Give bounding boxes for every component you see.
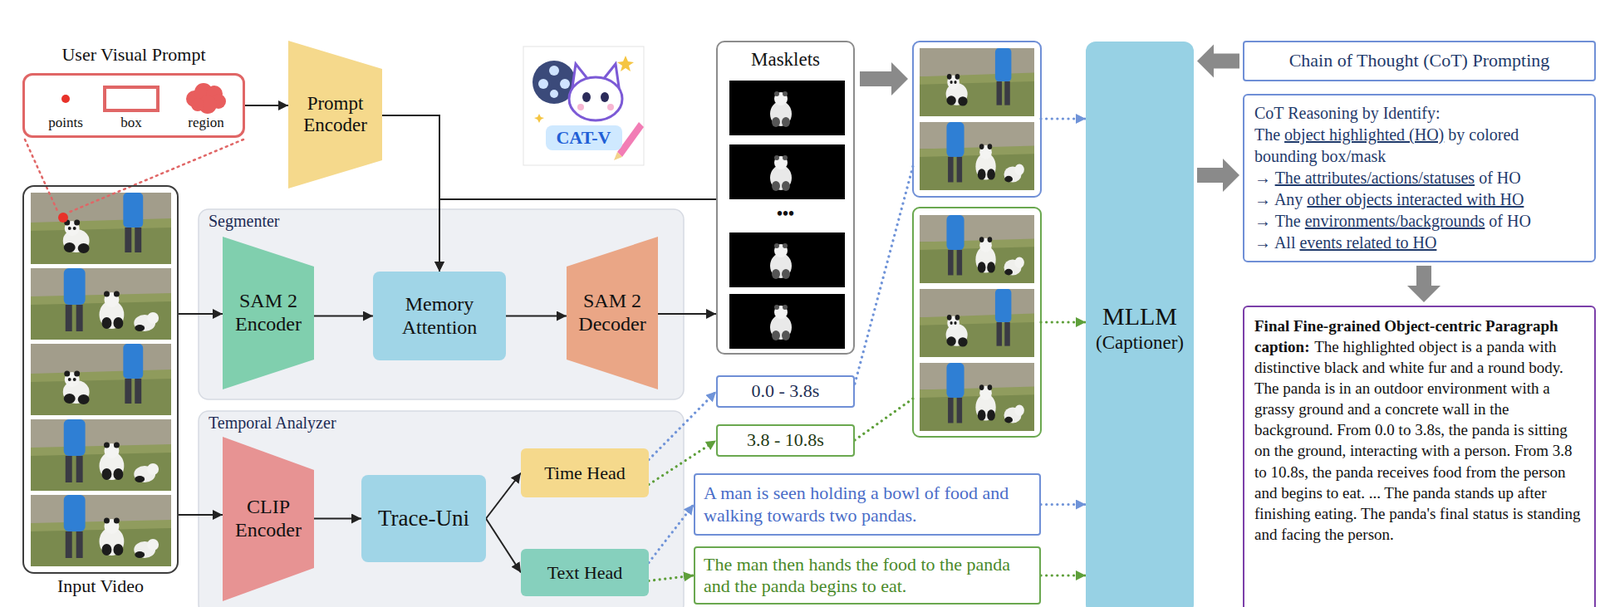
frame-links (854, 118, 1086, 441)
underlined-phrase: object highlighted (HO) (1284, 125, 1444, 144)
cat-v-logo (523, 46, 644, 166)
final-caption-box: Final Fine-grained Object-centric Paragr… (1242, 305, 1596, 607)
cot-lines: CoT Reasoning by Identify:The object hig… (1254, 102, 1585, 254)
trapezoid-fill (222, 436, 315, 602)
ellipsis-mark: ••• (716, 203, 855, 224)
cot-reasoning-box: CoT Reasoning by Identify:The object hig… (1242, 93, 1596, 263)
box-text: 3.8 - 10.8s (746, 429, 825, 452)
connector (1040, 503, 1086, 506)
connector (648, 575, 694, 582)
caption-paragraph: Final Fine-grained Object-centric Paragr… (1254, 315, 1585, 545)
segmenter-panel: SegmenterSAM 2 Encoder Memory Attention SA… (198, 209, 684, 400)
prompt-leader-lines (24, 139, 244, 213)
connector (657, 313, 717, 315)
sam2-decoder: SAM 2 Decoder (566, 236, 658, 390)
trace-uni: Trace-Uni (361, 475, 486, 563)
section-heading: Input Video (7, 575, 194, 598)
block-label: Time Head (520, 462, 649, 484)
connector (178, 313, 223, 315)
connector (648, 392, 717, 461)
input-video-frames (30, 192, 172, 567)
box-text: Chain of Thought (CoT) Prompting (1289, 49, 1551, 72)
point-icon (61, 94, 70, 104)
sam2-encoder: SAM 2 Encoder (222, 236, 315, 390)
underlined-phrase: other objects interacted with HO (1306, 190, 1524, 209)
mllm-captioner: MLLM(Captioner) (1085, 41, 1194, 607)
block-arrow (1197, 158, 1240, 192)
panel-title: Temporal Analyzer (208, 413, 337, 433)
block-label: Text Head (520, 562, 649, 584)
connector (439, 199, 717, 272)
time-head: Time Head (520, 448, 649, 498)
reasoning-line: The object highlighted (HO) by colored b… (1254, 123, 1585, 167)
connector (382, 115, 440, 272)
reasoning-line: → Any other objects interacted with HO (1254, 188, 1585, 211)
cot-prompting-box: Chain of Thought (CoT) Prompting (1242, 40, 1596, 82)
icon-label: region (168, 115, 244, 132)
reasoning-line: → The environments/backgrounds of HO (1254, 210, 1585, 232)
connector (485, 473, 521, 520)
block-arrow (1407, 265, 1441, 303)
memory-attention: Memory Attention (373, 271, 506, 361)
connector (314, 518, 362, 521)
block-label: Memory Attention (373, 293, 506, 339)
block-label: SAM 2 Decoder (566, 289, 658, 336)
connector (648, 505, 694, 564)
box-icon (104, 87, 158, 111)
block-label: Prompt Encoder (288, 93, 383, 138)
box-text: A man is seen holding a bowl of food and… (703, 482, 1031, 527)
block-arrow (1197, 44, 1240, 79)
caption-body: The highlighted object is a panda with d… (1254, 338, 1581, 544)
masklets-panel: Masklets (716, 40, 855, 355)
clip-frame-groups (912, 41, 1041, 437)
connector (505, 315, 567, 318)
trapezoid-fill (222, 236, 315, 390)
logo-text: CAT-V (522, 127, 645, 149)
reasoning-line: CoT Reasoning by Identify: (1254, 102, 1585, 124)
underlined-phrase: events related to HO (1299, 233, 1437, 252)
event-caption-box: The man then hands the food to the panda… (693, 546, 1041, 605)
panel-title: Segmenter (208, 211, 280, 231)
connector (314, 315, 374, 318)
temporal-analyzer-panel: Temporal AnalyzerCLIP Encoder Trace-Uni Ti… (198, 411, 684, 607)
panel-title: Masklets (717, 49, 854, 71)
reasoning-line: → The attributes/actions/statuses of HO (1254, 166, 1585, 189)
prompt-encoder: Prompt Encoder (288, 40, 383, 189)
region-icon (191, 98, 205, 112)
panel-background (198, 209, 684, 400)
block-label: MLLM (1102, 301, 1178, 332)
masklets-block-arrow (859, 62, 908, 96)
block-label: Trace-Uni (361, 505, 486, 532)
reasoning-line: → All events related to HO (1254, 231, 1585, 254)
event-caption-box: A man is seen holding a bowl of food and… (693, 473, 1041, 536)
box-text: The man then hands the food to the panda… (703, 554, 1031, 599)
block-label: CLIP Encoder (222, 495, 315, 542)
underlined-phrase: The attributes/actions/statuses (1275, 168, 1476, 187)
section-heading: User Visual Prompt (0, 44, 268, 66)
connector (178, 514, 223, 516)
box-text: 0.0 - 3.8s (751, 380, 820, 403)
icon-label: points (28, 115, 104, 132)
trapezoid-fill (288, 40, 383, 189)
trapezoid-fill (566, 236, 658, 390)
time-span-box: 0.0 - 3.8s (716, 375, 855, 408)
clip-encoder: CLIP Encoder (222, 436, 315, 602)
connector (1040, 574, 1086, 577)
icon-label: box (93, 115, 169, 132)
block-label: SAM 2 Encoder (222, 289, 315, 336)
connector (245, 104, 289, 107)
block-sublabel: (Captioner) (1095, 331, 1184, 355)
input-video-panel: Input Video (22, 185, 179, 575)
time-span-box: 3.8 - 10.8s (716, 424, 855, 457)
text-head: Text Head (520, 549, 649, 597)
connector (485, 519, 521, 574)
panel-background (198, 411, 684, 607)
underlined-phrase: environments/backgrounds (1305, 211, 1486, 231)
visual-prompt-box: User Visual Promptpointsboxregion (22, 73, 246, 138)
